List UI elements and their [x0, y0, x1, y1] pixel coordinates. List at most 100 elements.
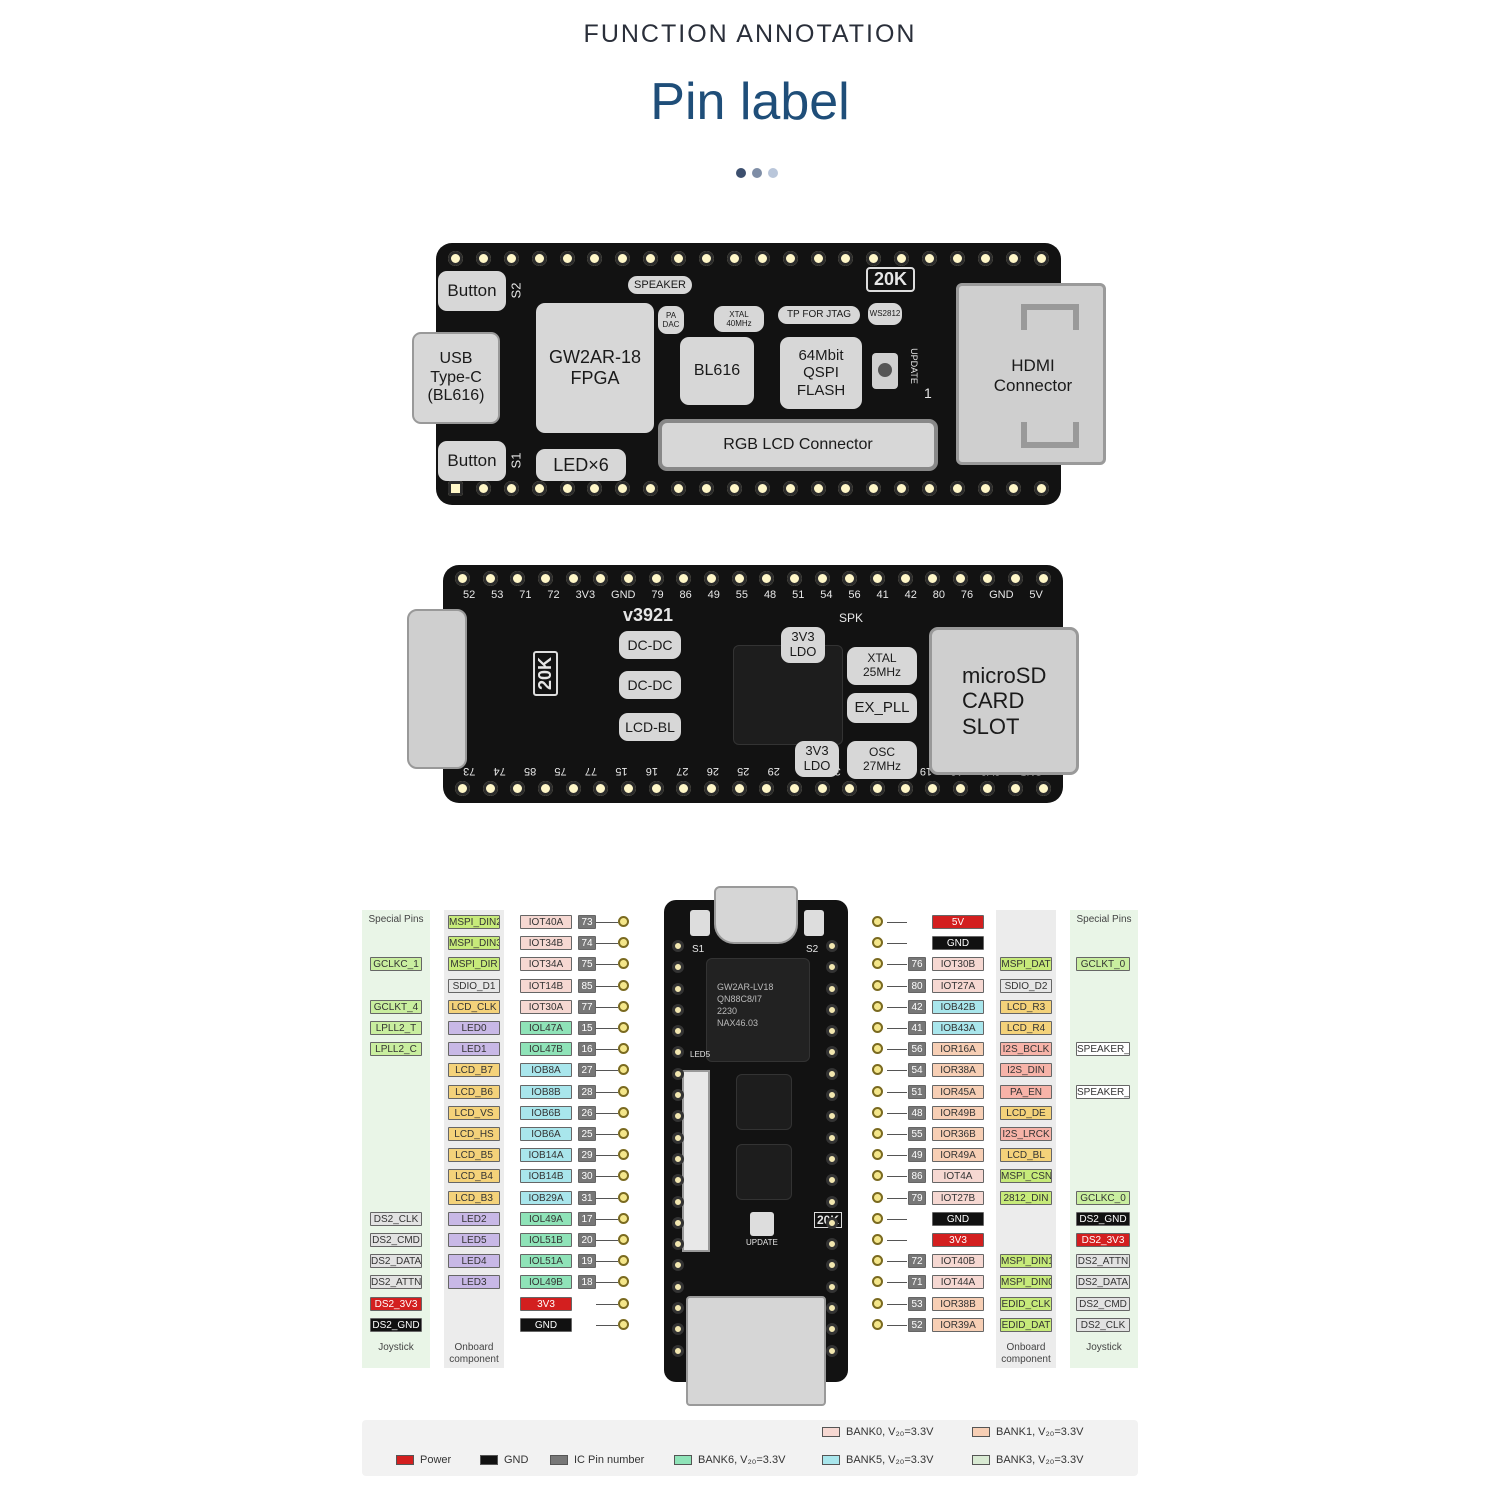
pin-connector-line: [596, 1134, 618, 1135]
ic-pin-number: 56: [908, 1042, 926, 1057]
pin-number-label: 56: [848, 589, 861, 601]
pin-connector-line: [887, 1070, 907, 1072]
onboard-function-tag: LCD_R3: [1000, 999, 1052, 1014]
header-pin: [842, 571, 858, 586]
ic-pin-number: 29: [578, 1148, 596, 1163]
ic-pin-number: 17: [578, 1211, 596, 1226]
board-edge-pin: [672, 940, 684, 952]
header-pin: [977, 251, 993, 266]
board-edge-pin: [826, 1302, 838, 1315]
pin-connector-line: [596, 1324, 618, 1326]
board-edge-pin: [826, 1152, 838, 1165]
board-pad: [618, 1022, 629, 1033]
board-pad: [872, 1276, 883, 1288]
board-edge-pin: [826, 1110, 838, 1123]
onboard-function-tag: I2S_DIN: [1000, 1063, 1052, 1078]
header-pin: [814, 571, 830, 586]
header-pin: [786, 571, 802, 586]
header-pin: [703, 781, 719, 796]
board-pad: [872, 1212, 883, 1224]
io-name-tag: IOT44A: [932, 1275, 984, 1290]
header-pin: [977, 481, 993, 496]
header-pin: [1035, 571, 1051, 586]
legend-item: Power: [396, 1454, 451, 1466]
special-pin-tag: DS2_GND: [370, 1317, 422, 1332]
carousel-dot-1[interactable]: [736, 168, 746, 178]
page-title: Pin label: [650, 73, 850, 131]
small-board-right-pins: [826, 940, 842, 1366]
board-pad: [872, 1022, 883, 1033]
header-pin: [565, 571, 581, 586]
io-name-tag: GND: [932, 936, 984, 951]
header-pin: [922, 481, 938, 496]
board-edge-pin: [672, 1110, 684, 1123]
pin-connector-line: [887, 1324, 907, 1326]
onboard-function-tag: MSPI_DIN2: [448, 915, 500, 929]
io-name-tag: IOR38A: [932, 1063, 984, 1078]
pin-connector-line: [596, 1049, 618, 1051]
special-pin-tag: DS2_CMD: [1076, 1296, 1130, 1311]
board-edge-pin: [672, 1344, 684, 1357]
pin-number-label: 79: [651, 589, 664, 601]
special-pin-tag: DS2_GND: [1076, 1211, 1130, 1226]
onboard-function-tag: LED2: [448, 1211, 500, 1226]
carousel-dot-3[interactable]: [768, 168, 778, 178]
button-s1-small[interactable]: [690, 910, 710, 936]
special-pin-tag: DS2_DATA: [370, 1254, 422, 1269]
legend-item: BANK6, V₂₀=3.3V: [674, 1454, 785, 1466]
header-pin: [759, 781, 775, 796]
onboard-function-tag: I2S_BCLK: [1000, 1042, 1052, 1057]
special-pin-tag: DS2_ATTN: [370, 1275, 422, 1290]
pin-connector-line: [596, 1176, 618, 1178]
onboard-function-tag: SDIO_D2: [1000, 978, 1052, 993]
board-edge-pin: [672, 1174, 684, 1187]
pin-connector-line: [596, 964, 618, 966]
io-name-tag: IOB14A: [520, 1148, 572, 1163]
pin-connector-line: [887, 1303, 907, 1305]
pin-number-label: 41: [876, 589, 889, 601]
left-onboard-title: Onboard component: [449, 1342, 499, 1365]
speaker-label: SPEAKER: [628, 276, 692, 294]
header-pin: [897, 571, 913, 586]
button-s2-small[interactable]: [804, 910, 824, 936]
update-button[interactable]: [872, 353, 898, 389]
spk-silkscreen: SPK: [839, 611, 864, 625]
header-pin: [565, 781, 581, 796]
header-pin: [615, 481, 631, 496]
legend-item: BANK5, V₂₀=3.3V: [822, 1454, 933, 1466]
carousel-dot-2[interactable]: [752, 168, 762, 178]
board-pad: [618, 916, 629, 927]
header-pin: [838, 481, 854, 496]
onboard-function-tag: LED0: [448, 1021, 500, 1035]
io-name-tag: IOR49A: [932, 1148, 984, 1163]
header-pin: [759, 571, 775, 586]
ic-pin-number: 53: [908, 1296, 926, 1311]
board-edge-pin: [826, 1259, 838, 1272]
s1-small-silkscreen: S1: [692, 944, 705, 955]
header-pin: [842, 781, 858, 796]
onboard-function-tag: EDID_DAT: [1000, 1317, 1052, 1332]
pin-connector-line: [887, 1155, 907, 1157]
pin-connector-line: [596, 1282, 618, 1284]
pin-connector-line: [596, 1155, 618, 1157]
header-pin: [643, 251, 659, 266]
board-edge-pin: [672, 1152, 684, 1165]
board-pad: [872, 1255, 883, 1267]
pin-connector-line: [887, 1261, 907, 1263]
board-pad: [618, 1212, 629, 1224]
board-pad: [618, 1106, 629, 1118]
board-pad: [618, 1043, 629, 1055]
fpga-chip-small: GW2AR-LV18 QN88C8/I7 2230 NAX46.03: [706, 958, 810, 1062]
io-name-tag: IOR16A: [932, 1042, 984, 1057]
legend-item: GND: [480, 1454, 528, 1466]
pin-connector-line: [887, 964, 907, 966]
header-pin: [699, 251, 715, 266]
ws2812-label: WS2812: [868, 303, 902, 325]
update-button-small[interactable]: [750, 1212, 774, 1236]
